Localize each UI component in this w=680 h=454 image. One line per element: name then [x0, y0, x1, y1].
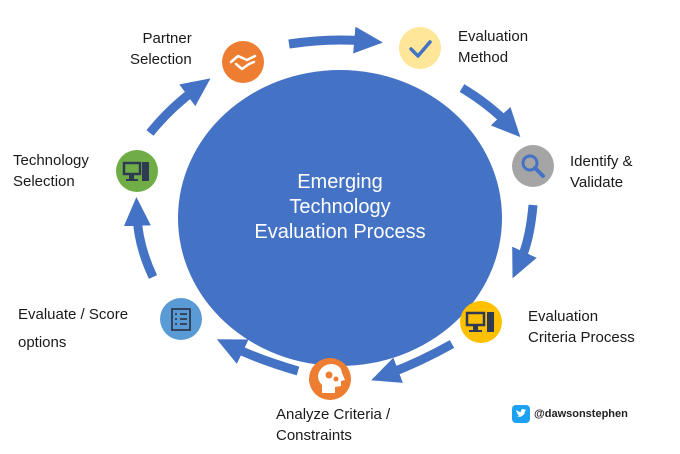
center-title: Emerging Technology Evaluation Process	[225, 170, 455, 245]
center-title-line: Technology	[289, 196, 391, 218]
partner-selection-label: Partner Selection	[130, 30, 192, 68]
arrow-identify-to-criteria	[512, 204, 538, 279]
magnifier-icon	[521, 154, 545, 178]
evaluation-criteria-process-label: Evaluation Criteria Process	[528, 308, 635, 346]
center-title-line: Emerging	[297, 171, 383, 193]
step-evaluation-method	[399, 27, 441, 69]
head-gears-icon	[318, 364, 345, 393]
identify-validate-label: Identify & Validate	[570, 153, 633, 191]
partner-selection-circle	[222, 41, 264, 83]
step-evaluation-criteria-process	[460, 301, 502, 343]
twitter-bird-icon	[512, 405, 530, 423]
technology-selection-circle	[116, 150, 158, 192]
analyze-criteria-label: Analyze Criteria / Constraints	[276, 406, 391, 444]
arrow-technology-to-partner	[146, 78, 211, 136]
arrow-criteria-to-analyze	[371, 340, 455, 383]
arrow-method-to-identify	[459, 84, 521, 138]
step-technology-selection	[116, 150, 158, 192]
twitter-handle: @dawsonstephen	[512, 404, 628, 424]
checklist-icon	[171, 308, 191, 331]
arrow-analyze-to-evaluate	[216, 339, 300, 376]
arrow-evaluate-to-technology	[123, 197, 158, 279]
evaluation-method-circle	[399, 27, 441, 69]
center-circle	[178, 70, 502, 366]
checkmark-icon	[409, 40, 432, 58]
handshake-icon	[229, 54, 257, 71]
step-evaluate-score	[160, 298, 202, 340]
computer-icon	[122, 161, 149, 181]
evaluate-score-label: Evaluate / Score options	[18, 306, 129, 351]
step-partner-selection	[222, 41, 264, 83]
center-title-line: Evaluation Process	[254, 221, 426, 243]
technology-selection-label: Technology Selection	[13, 152, 89, 190]
evaluation-criteria-process-circle	[460, 301, 502, 343]
computer-icon	[465, 311, 494, 332]
evaluation-method-label: Evaluation Method	[458, 28, 529, 66]
arrow-partner-to-method	[288, 26, 383, 54]
identify-validate-circle	[512, 145, 554, 187]
step-analyze-criteria	[309, 358, 351, 400]
step-identify-validate	[512, 145, 554, 187]
twitter-handle-text: @dawsonstephen	[534, 408, 628, 420]
